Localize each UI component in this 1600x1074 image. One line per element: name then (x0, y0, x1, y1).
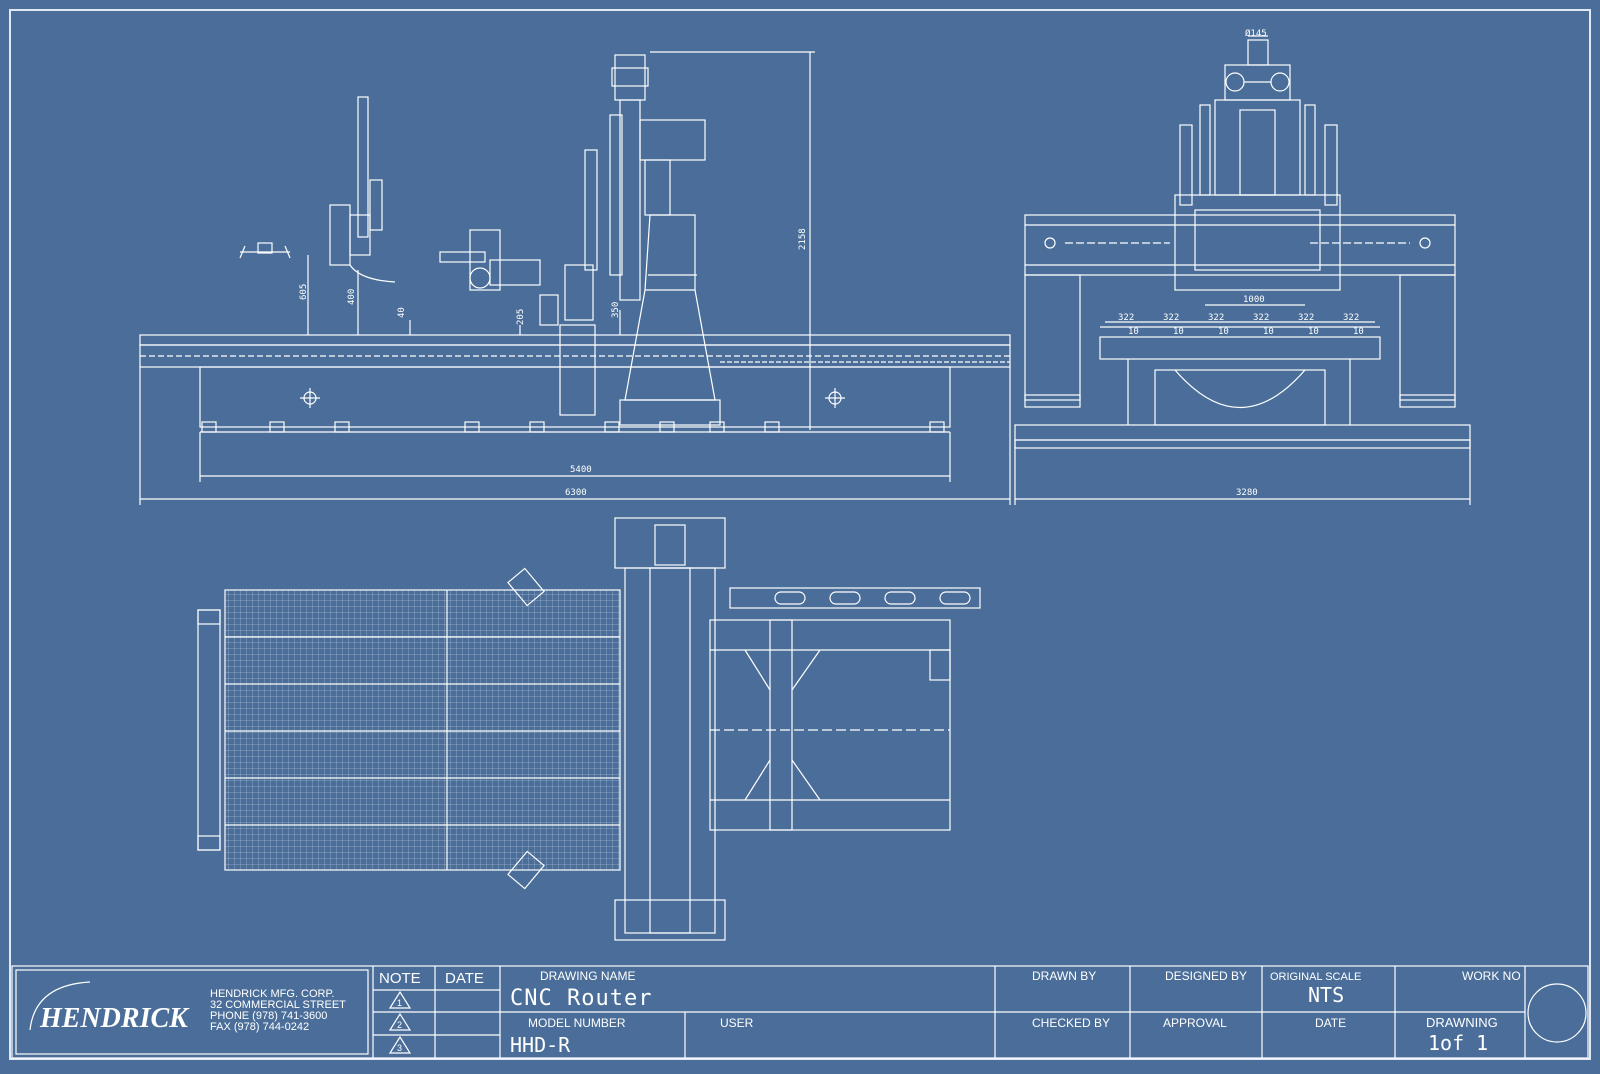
dim-10: 10 (1218, 327, 1229, 337)
dim-1000: 1000 (1243, 295, 1265, 305)
dim-10: 10 (1173, 327, 1184, 337)
end-table (1099, 336, 1381, 360)
dim-322: 322 (1343, 313, 1359, 323)
dim-6300: 6300 (565, 488, 587, 498)
end-spacing-dims: 322 322 322 322 322 322 10 10 10 10 10 1… (1118, 313, 1364, 337)
original-scale-label: ORIGINAL SCALE (1270, 971, 1361, 983)
revision-2: 2 (397, 1020, 402, 1030)
side-view (139, 51, 1011, 505)
drawing-stamp-circle (1527, 983, 1587, 1043)
date-header: DATE (445, 970, 484, 987)
revision-3: 3 (397, 1043, 402, 1053)
model-number: HHD-R (510, 1033, 571, 1057)
work-no-label: WORK NO (1462, 969, 1521, 983)
side-table-body (199, 366, 951, 428)
designed-by-label: DESIGNED BY (1165, 969, 1247, 983)
side-aux-head (357, 96, 369, 238)
sheet-border (9, 9, 1591, 1060)
top-view (197, 517, 981, 941)
checked-by-label: CHECKED BY (1032, 1016, 1110, 1030)
dim-spindle-dia: Ø145 (1245, 28, 1267, 39)
dim-322: 322 (1253, 313, 1269, 323)
dim-5400: 5400 (570, 465, 592, 475)
revision-1: 1 (397, 998, 402, 1008)
top-frame (709, 619, 951, 831)
end-crossbeam (1024, 214, 1456, 276)
model-number-label: MODEL NUMBER (528, 1016, 626, 1030)
date-label: DATE (1315, 1016, 1346, 1030)
company-phone: PHONE (978) 741-3600 (210, 1010, 327, 1022)
drawing-label: DRAWNING (1426, 1015, 1498, 1030)
dim-322: 322 (1163, 313, 1179, 323)
dim-322: 322 (1118, 313, 1134, 323)
dim-10: 10 (1308, 327, 1319, 337)
dim-10: 10 (1353, 327, 1364, 337)
title-block (11, 965, 1589, 1059)
top-vacuum-table (224, 589, 621, 871)
top-gantry-beam (624, 567, 716, 934)
logo-swoosh (29, 981, 91, 1031)
side-feet (200, 421, 950, 433)
dim-350: 350 (611, 302, 621, 318)
original-scale: NTS (1308, 983, 1344, 1007)
dim-10: 10 (1128, 327, 1139, 337)
dim-3280: 3280 (1236, 488, 1258, 498)
company-street: 32 COMMERCIAL STREET (210, 999, 346, 1011)
dim-10: 10 (1263, 327, 1274, 337)
dim-605: 605 (299, 284, 309, 300)
top-extension-bar (729, 587, 981, 609)
company-fax: FAX (978) 744-0242 (210, 1021, 309, 1033)
dim-400: 400 (347, 289, 357, 305)
dim-322: 322 (1208, 313, 1224, 323)
side-spindle-motor (614, 54, 646, 101)
side-gantry-column (624, 214, 716, 401)
dim-2158: 2158 (798, 228, 808, 250)
company-logo: HENDRICK (39, 1003, 190, 1034)
user-label: USER (720, 1016, 754, 1030)
end-view (1014, 35, 1471, 505)
side-rail (139, 334, 1011, 346)
drawn-by-label: DRAWN BY (1032, 969, 1096, 983)
approval-label: APPROVAL (1163, 1016, 1227, 1030)
end-base (1014, 424, 1471, 441)
drawing-name-label: DRAWING NAME (540, 969, 636, 983)
dim-40: 40 (397, 307, 407, 318)
drawing-count: 1of 1 (1428, 1031, 1488, 1055)
company-name: HENDRICK MFG. CORP. (210, 988, 334, 1000)
dim-205: 205 (516, 309, 526, 325)
dim-322: 322 (1298, 313, 1314, 323)
drawing-name: CNC Router (510, 986, 652, 1011)
note-header: NOTE (379, 970, 421, 987)
